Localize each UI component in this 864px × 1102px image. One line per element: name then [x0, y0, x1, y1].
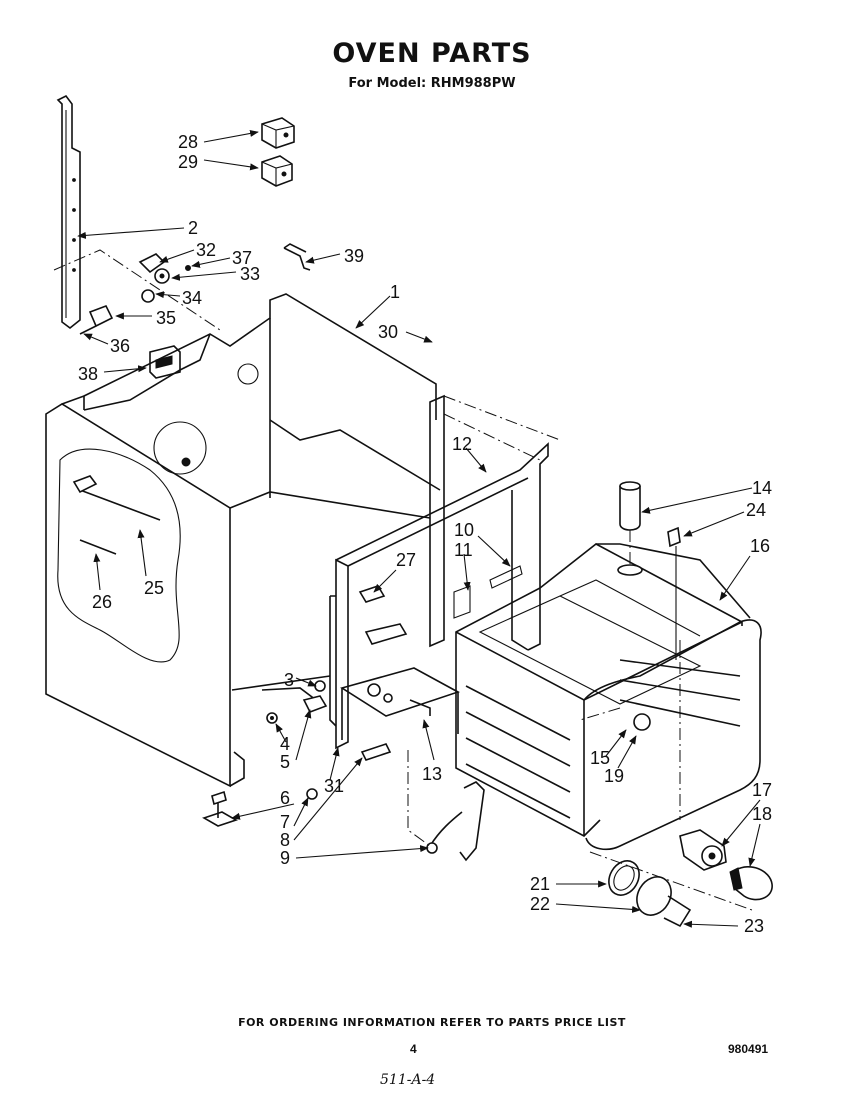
callout-34: 34: [182, 288, 202, 308]
callout-1: 1: [390, 282, 400, 302]
small-hardware: [202, 680, 392, 827]
callout-10: 10: [454, 520, 474, 540]
callout-36: 36: [110, 336, 130, 356]
callout-9: 9: [280, 848, 290, 868]
vent-tube-14: [617, 481, 643, 576]
bracket-39: [283, 243, 311, 271]
knob-28: [261, 117, 295, 149]
model-subtitle: For Model: RHM988PW: [348, 76, 516, 91]
callout-12: 12: [452, 434, 472, 454]
callout-15: 15: [590, 748, 610, 768]
callout-33: 33: [240, 264, 260, 284]
switch-cluster: [53, 249, 221, 335]
callout-7: 7: [280, 812, 290, 832]
side-strip-part: [56, 94, 81, 330]
callout-31: 31: [324, 776, 344, 796]
callout-28: 28: [178, 132, 198, 152]
front-frame-12: [329, 442, 549, 750]
callout-39: 39: [344, 246, 364, 266]
callout-6: 6: [280, 788, 290, 808]
callout-23: 23: [744, 916, 764, 936]
callout-11: 11: [454, 540, 473, 560]
callout-38: 38: [78, 364, 98, 384]
callout-3: 3: [284, 670, 294, 690]
callout-19: 19: [604, 766, 624, 786]
callout-21: 21: [530, 874, 550, 894]
callout-2: 2: [188, 218, 198, 238]
callout-27: 27: [396, 550, 416, 570]
callout-13: 13: [422, 764, 442, 784]
callout-8: 8: [280, 830, 290, 850]
bracket-13: [340, 667, 460, 740]
light-bulb-18: [729, 866, 773, 901]
callout-18: 18: [752, 804, 772, 824]
callout-30: 30: [378, 322, 398, 342]
light-lens-parts: [589, 851, 753, 928]
callout-4: 4: [280, 734, 290, 754]
handwritten-note: 511-A-4: [380, 1072, 436, 1088]
oven-cavity-16: [455, 543, 762, 851]
callout-35: 35: [156, 308, 176, 328]
leader-lines: [77, 129, 761, 928]
callout-24: 24: [746, 500, 766, 520]
knob-29: [261, 155, 293, 187]
document-number: 980491: [728, 1042, 769, 1056]
burner-bracket-9: [407, 750, 485, 862]
page-number: 4: [410, 1042, 417, 1056]
callout-25: 25: [144, 578, 164, 598]
callout-29: 29: [178, 152, 198, 172]
callout-32: 32: [196, 240, 216, 260]
light-socket-17: [679, 829, 727, 871]
callout-17: 17: [752, 780, 772, 800]
callout-37: 37: [232, 248, 252, 268]
ordering-note: FOR ORDERING INFORMATION REFER TO PARTS …: [238, 1016, 626, 1029]
cabinet-frame: [45, 293, 561, 788]
page-title: OVEN PARTS: [332, 38, 532, 69]
callout-16: 16: [750, 536, 770, 556]
callout-14: 14: [752, 478, 772, 498]
callout-22: 22: [530, 894, 550, 914]
clip-24: [667, 526, 681, 548]
callout-26: 26: [92, 592, 112, 612]
callout-5: 5: [280, 752, 290, 772]
